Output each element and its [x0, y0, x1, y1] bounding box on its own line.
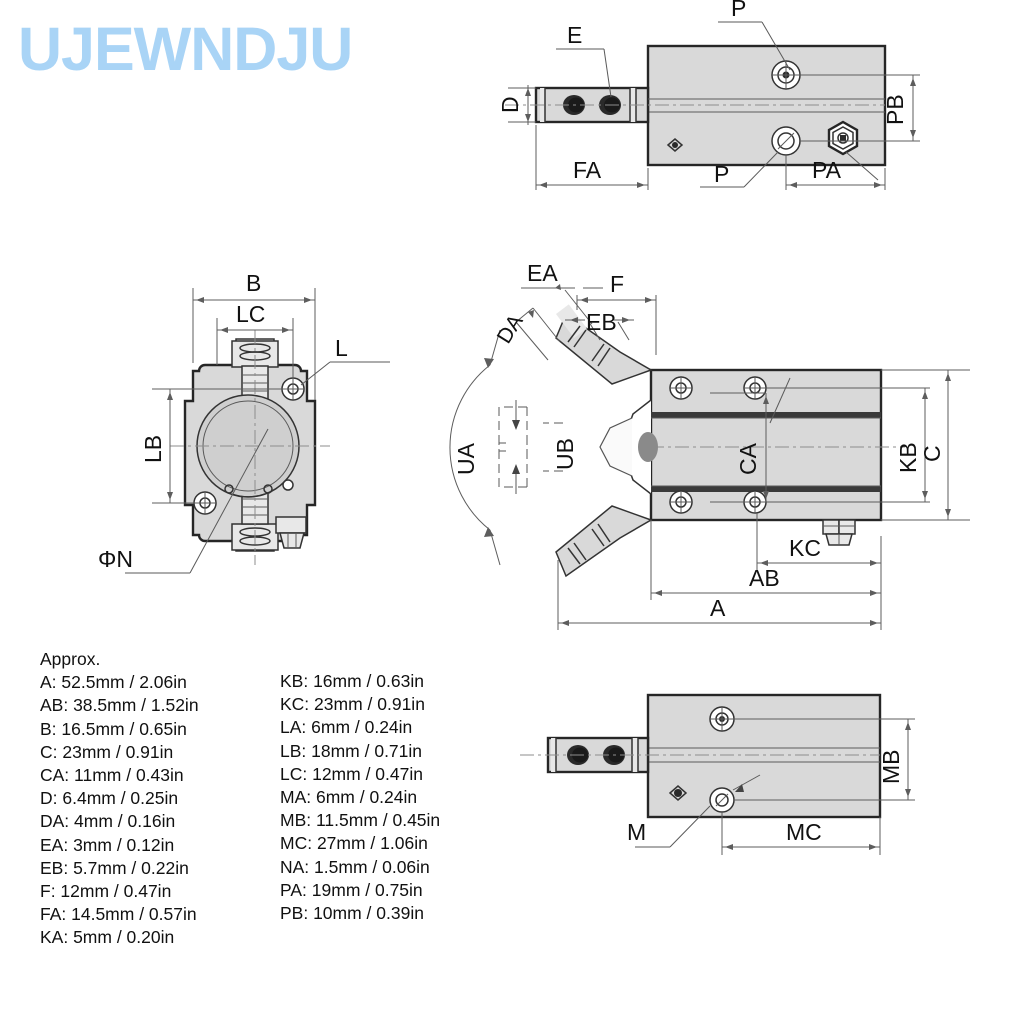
spec-item-left: EA: 3mm / 0.12in [40, 834, 175, 855]
label-mc: MC [786, 819, 822, 845]
label-d: D [497, 96, 523, 113]
spec-item-left: KA: 5mm / 0.20in [40, 927, 175, 948]
label-m: M [627, 819, 646, 845]
spec-item-left: F: 12mm / 0.47in [40, 881, 172, 902]
spec-item-right: MA: 6mm / 0.24in [280, 787, 418, 808]
spec-item-left: A: 52.5mm / 2.06in [40, 672, 187, 693]
spec-item-right: LB: 18mm / 0.71in [280, 740, 423, 761]
spec-item-right: LA: 6mm / 0.24in [280, 717, 413, 738]
label-mb: MB [878, 750, 904, 785]
spec-item-left: FA: 14.5mm / 0.57in [40, 904, 197, 925]
label-c: C [919, 445, 945, 462]
label-phi-n: ΦN [98, 546, 133, 572]
specs-heading: Approx. [40, 649, 101, 669]
label-l: L [335, 335, 348, 361]
label-ab: AB [749, 565, 780, 591]
spec-item-left: D: 6.4mm / 0.25in [40, 788, 179, 809]
view-middle-left: B LC LB L ΦN [98, 270, 390, 574]
spec-item-right: KC: 23mm / 0.91in [280, 694, 425, 715]
spec-item-right: NA: 1.5mm / 0.06in [280, 856, 430, 877]
watermark-text: UJEWNDJU [18, 15, 353, 83]
spec-item-right: PB: 10mm / 0.39in [280, 903, 424, 924]
spec-item-right: MB: 11.5mm / 0.45in [280, 810, 441, 831]
view-top-right: E P P D FA [497, 0, 920, 190]
label-lb: LB [140, 435, 166, 463]
label-kb: KB [895, 442, 921, 473]
view-bottom-right: M MC MB [520, 693, 915, 855]
label-lc: LC [236, 301, 265, 327]
label-ub: UB [552, 438, 578, 470]
label-eb: EB [586, 309, 617, 335]
spec-item-right: KB: 16mm / 0.63in [280, 671, 424, 691]
spec-item-left: C: 23mm / 0.91in [40, 741, 174, 762]
label-pa: PA [812, 157, 842, 183]
label-fa: FA [573, 157, 602, 183]
spec-item-left: B: 16.5mm / 0.65in [40, 718, 187, 739]
label-ca: CA [735, 442, 761, 475]
label-e: E [567, 22, 582, 48]
label-ua: UA [453, 442, 479, 475]
spec-item-right: MC: 27mm / 1.06in [280, 833, 428, 854]
label-p-top: P [731, 0, 746, 21]
hex-fitting-icon [827, 120, 859, 156]
label-f: F [610, 271, 624, 297]
label-b: B [246, 270, 261, 296]
label-p-bottom: P [714, 161, 729, 187]
label-kc: KC [789, 535, 821, 561]
spec-item-left: DA: 4mm / 0.16in [40, 811, 176, 832]
label-pb: PB [882, 94, 908, 125]
spec-item-left: EB: 5.7mm / 0.22in [40, 857, 189, 878]
spec-item-left: CA: 11mm / 0.43in [40, 765, 184, 786]
view-middle-right: UB UA DA EA F [449, 260, 970, 630]
label-a: A [710, 595, 726, 621]
spec-item-right: PA: 19mm / 0.75in [280, 879, 423, 900]
label-ea: EA [527, 260, 558, 286]
spec-item-right: LC: 12mm / 0.47in [280, 763, 423, 784]
spec-item-left: AB: 38.5mm / 1.52in [40, 695, 199, 716]
